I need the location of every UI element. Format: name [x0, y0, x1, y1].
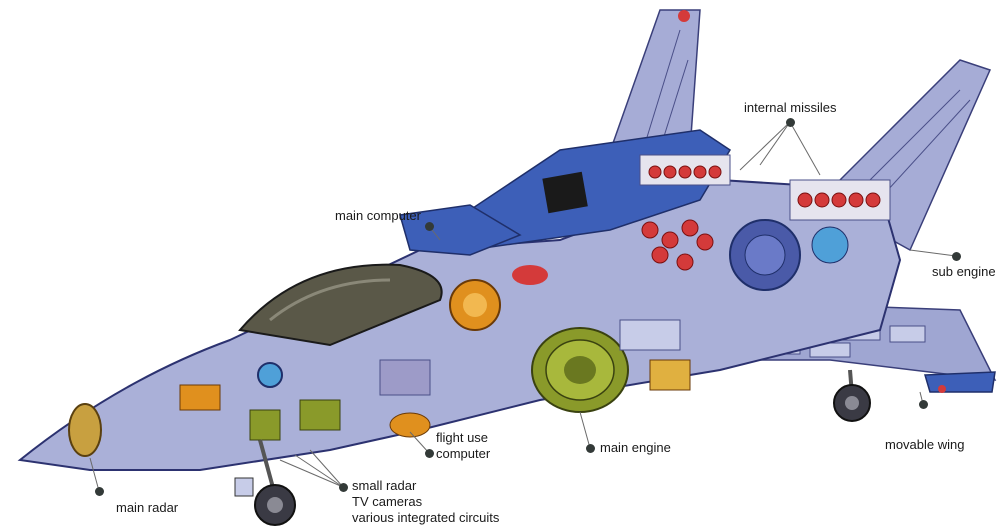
- main-radar-marker: [95, 487, 104, 496]
- main-computer-marker: [425, 222, 434, 231]
- main-engine-marker: [586, 444, 595, 453]
- landing-gear: [234, 369, 871, 526]
- blue-intake-left: [399, 204, 522, 256]
- internal-missile-bay: [639, 154, 891, 271]
- label-movable-wing: movable wing: [885, 437, 965, 452]
- nose-radar: [68, 403, 102, 457]
- internal-missiles-marker: [786, 118, 795, 127]
- sub-engine-marker: [952, 252, 961, 261]
- main-engine: [531, 327, 629, 413]
- label-internal-missiles: internal missiles: [744, 100, 837, 115]
- label-integrated-circuits: various integrated circuits: [352, 510, 500, 525]
- sub-engine: [729, 219, 849, 291]
- label-tv-cameras: TV cameras: [352, 494, 423, 509]
- label-main-engine: main engine: [600, 440, 671, 455]
- label-main-radar: main radar: [116, 500, 179, 515]
- cockpit-canopy: [238, 263, 443, 347]
- internal-components: [179, 265, 691, 441]
- movable-wing-marker: [919, 400, 928, 409]
- label-main-computer: main computer: [335, 208, 421, 223]
- movable-wing-tip: [924, 371, 996, 393]
- label-flight-use-computer-line2: computer: [436, 446, 491, 461]
- label-flight-use-computer-line1: flight use: [436, 430, 489, 445]
- label-sub-engine: sub engine: [932, 264, 996, 279]
- flight-use-computer-marker: [425, 449, 434, 458]
- small-radar-marker: [339, 483, 348, 492]
- label-small-radar: small radar: [352, 478, 417, 493]
